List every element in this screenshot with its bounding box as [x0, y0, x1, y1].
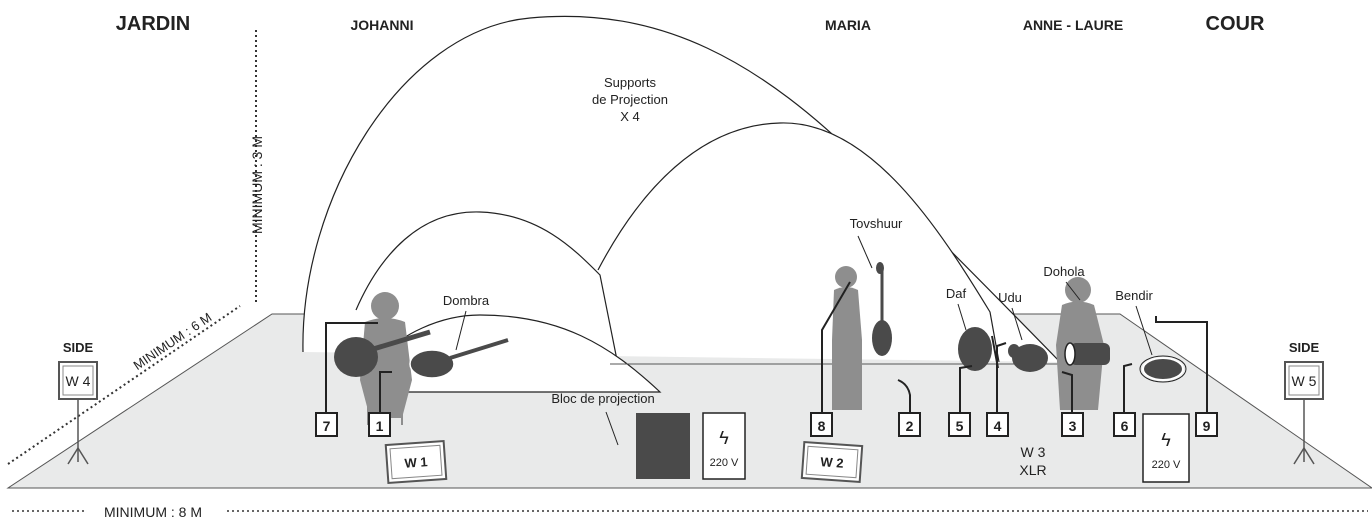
svg-text:6: 6	[1121, 418, 1129, 434]
header-cour: COUR	[1206, 13, 1265, 35]
input-box-4: 4	[986, 412, 1009, 437]
side-left-label: SIDE	[63, 340, 94, 355]
power-symbol-icon: ϟ	[719, 428, 729, 448]
tovshuur-label: Tovshuur	[850, 216, 903, 231]
bloc-projection-pointer	[605, 411, 619, 446]
svg-text:8: 8	[818, 418, 826, 434]
wedge-w3-label: W 3	[1021, 444, 1046, 460]
bloc-projection-label: Bloc de projection	[551, 391, 654, 406]
svg-text:3: 3	[1069, 418, 1077, 434]
power-outlet-left: ϟ 220 V	[702, 412, 746, 480]
svg-text:7: 7	[323, 418, 331, 434]
svg-text:4: 4	[994, 418, 1002, 434]
input-box-6: 6	[1113, 412, 1136, 437]
udu-label: Udu	[998, 290, 1022, 305]
side-right-label: SIDE	[1289, 340, 1320, 355]
svg-text:9: 9	[1203, 418, 1211, 434]
supports-label-line1: Supports	[604, 75, 657, 90]
wedge-w3-xlr-label: XLR	[1019, 462, 1046, 478]
daf-pointer	[957, 303, 967, 331]
dohola-label: Dohola	[1043, 264, 1085, 279]
side-left-wedge-label: W 4	[66, 373, 91, 389]
bendir-icon	[1139, 355, 1187, 383]
svg-text:2: 2	[906, 418, 914, 434]
tovshuur-icon	[872, 262, 892, 356]
width-dimension-label: MINIMUM : 8 M	[104, 504, 202, 518]
guitar-icon	[334, 329, 431, 377]
daf-label: Daf	[946, 286, 967, 301]
wedge-w1: W 1	[384, 439, 448, 485]
dombra-icon	[409, 338, 509, 379]
input-box-8: 8	[810, 412, 833, 437]
udu-icon	[1008, 344, 1048, 372]
supports-label-line3: X 4	[620, 109, 640, 124]
maria-figure	[832, 266, 862, 410]
side-fill-right: SIDE W 5	[1284, 340, 1324, 465]
input-box-3: 3	[1061, 412, 1084, 437]
dohola-pointer	[1065, 281, 1081, 301]
power-right-label: 220 V	[1152, 459, 1181, 471]
mic-lines	[325, 281, 1208, 412]
depth-dimension-line	[7, 305, 241, 465]
input-box-1: 1	[368, 412, 391, 437]
input-box-7: 7	[315, 412, 338, 437]
power-outlet-right: ϟ 220 V	[1142, 413, 1190, 483]
side-right-wedge-label: W 5	[1292, 373, 1317, 389]
height-dimension-label: MINIMUM : 3 M	[249, 136, 265, 234]
svg-text:W 2: W 2	[820, 454, 844, 471]
projection-arch-right	[597, 122, 1000, 363]
side-fill-left: SIDE W 4	[58, 340, 98, 465]
power-left-label: 220 V	[710, 457, 739, 469]
power-symbol-icon: ϟ	[1161, 430, 1171, 450]
header-johanni: JOHANNI	[350, 17, 413, 33]
svg-text:5: 5	[956, 418, 964, 434]
tovshuur-pointer	[857, 235, 873, 269]
supports-label-line2: de Projection	[592, 92, 668, 107]
bendir-pointer	[1135, 305, 1153, 356]
dombra-label: Dombra	[443, 293, 490, 308]
input-box-2: 2	[898, 412, 921, 437]
udu-pointer	[1011, 307, 1023, 341]
wedge-w2: W 2	[800, 440, 864, 484]
projection-block	[636, 413, 690, 479]
input-box-9: 9	[1195, 412, 1218, 437]
header-anne-laure: ANNE - LAURE	[1023, 17, 1123, 33]
dohola-icon	[1064, 342, 1110, 366]
input-box-5: 5	[948, 412, 971, 437]
dombra-pointer	[455, 310, 467, 351]
header-maria: MARIA	[825, 17, 871, 33]
svg-text:1: 1	[376, 418, 384, 434]
svg-text:W 1: W 1	[404, 454, 428, 471]
bendir-label: Bendir	[1115, 288, 1153, 303]
header-jardin: JARDIN	[116, 13, 190, 35]
